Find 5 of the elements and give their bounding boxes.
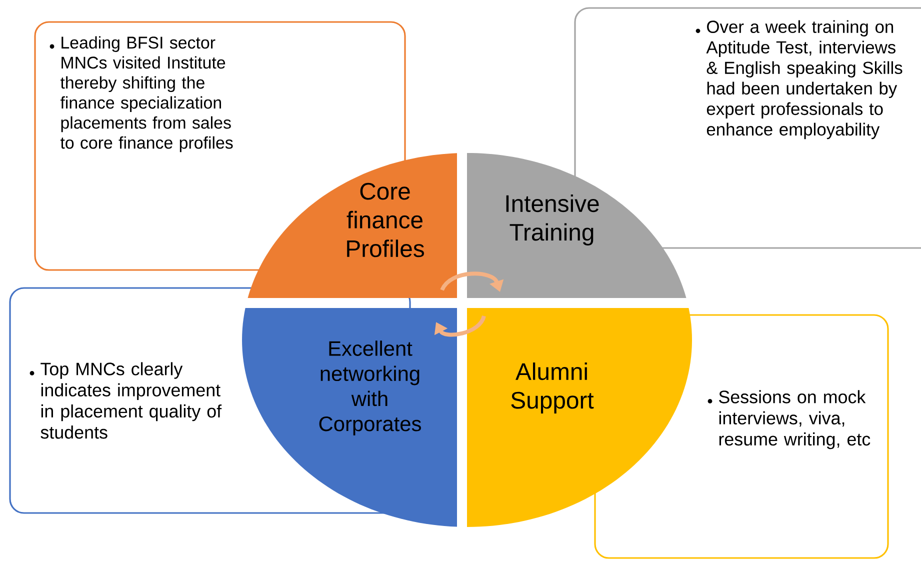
cycle-arrow xyxy=(434,315,486,337)
quarter-segment: Alumni Support xyxy=(467,308,692,527)
quarter-segment: Core finance Profiles xyxy=(248,153,457,298)
quarter-segment: Intensive Training xyxy=(467,153,686,298)
quarter-segment: Excellent networking with Corporates xyxy=(242,308,457,527)
